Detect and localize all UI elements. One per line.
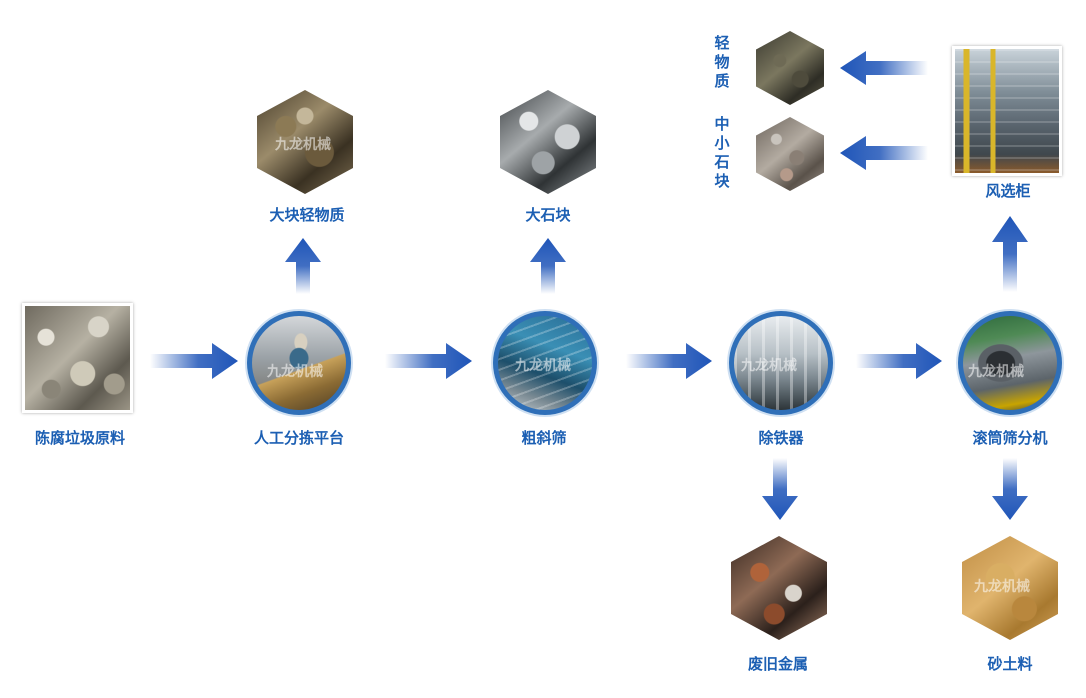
coarse-screen-image: 九龙机械 xyxy=(493,311,597,415)
arrow-icon xyxy=(530,238,566,294)
raw-material-label: 陈腐垃圾原料 xyxy=(34,429,126,447)
watermark: 九龙机械 xyxy=(275,137,331,153)
manual-sorting-image: 九龙机械 xyxy=(247,311,351,415)
trommel-label: 滚筒筛分机 xyxy=(972,429,1048,447)
large-light-label: 大块轻物质 xyxy=(269,206,345,224)
manual-sorting-label: 人工分拣平台 xyxy=(253,429,345,447)
iron-remover-image: 九龙机械 xyxy=(729,311,833,415)
arrow-icon xyxy=(992,458,1028,520)
light-material-label: 轻物质 xyxy=(714,34,730,90)
arrow-icon xyxy=(626,343,712,379)
air-separator-label: 风选柜 xyxy=(985,182,1031,200)
arrow-icon xyxy=(840,51,928,85)
watermark: 九龙机械 xyxy=(515,358,571,374)
watermark: 九龙机械 xyxy=(974,579,1030,595)
air-separator-image xyxy=(952,46,1062,176)
small-stone-label: 中小石块 xyxy=(714,115,730,190)
arrow-icon xyxy=(150,343,238,379)
scrap-metal-label: 废旧金属 xyxy=(747,655,809,673)
arrow-icon xyxy=(762,458,798,520)
watermark: 九龙机械 xyxy=(267,364,323,380)
watermark: 九龙机械 xyxy=(741,358,797,374)
arrow-icon xyxy=(992,216,1028,292)
arrow-icon xyxy=(840,136,928,170)
sand-soil-label: 砂土料 xyxy=(987,655,1033,673)
iron-remover-label: 除铁器 xyxy=(758,429,804,447)
watermark: 九龙机械 xyxy=(968,364,1024,380)
arrow-icon xyxy=(856,343,942,379)
raw-material-image xyxy=(22,303,133,413)
arrow-icon xyxy=(385,343,472,379)
trommel-image: 九龙机械 xyxy=(958,311,1062,415)
large-stone-label: 大石块 xyxy=(525,206,571,224)
arrow-icon xyxy=(285,238,321,294)
coarse-screen-label: 粗斜筛 xyxy=(521,429,567,447)
